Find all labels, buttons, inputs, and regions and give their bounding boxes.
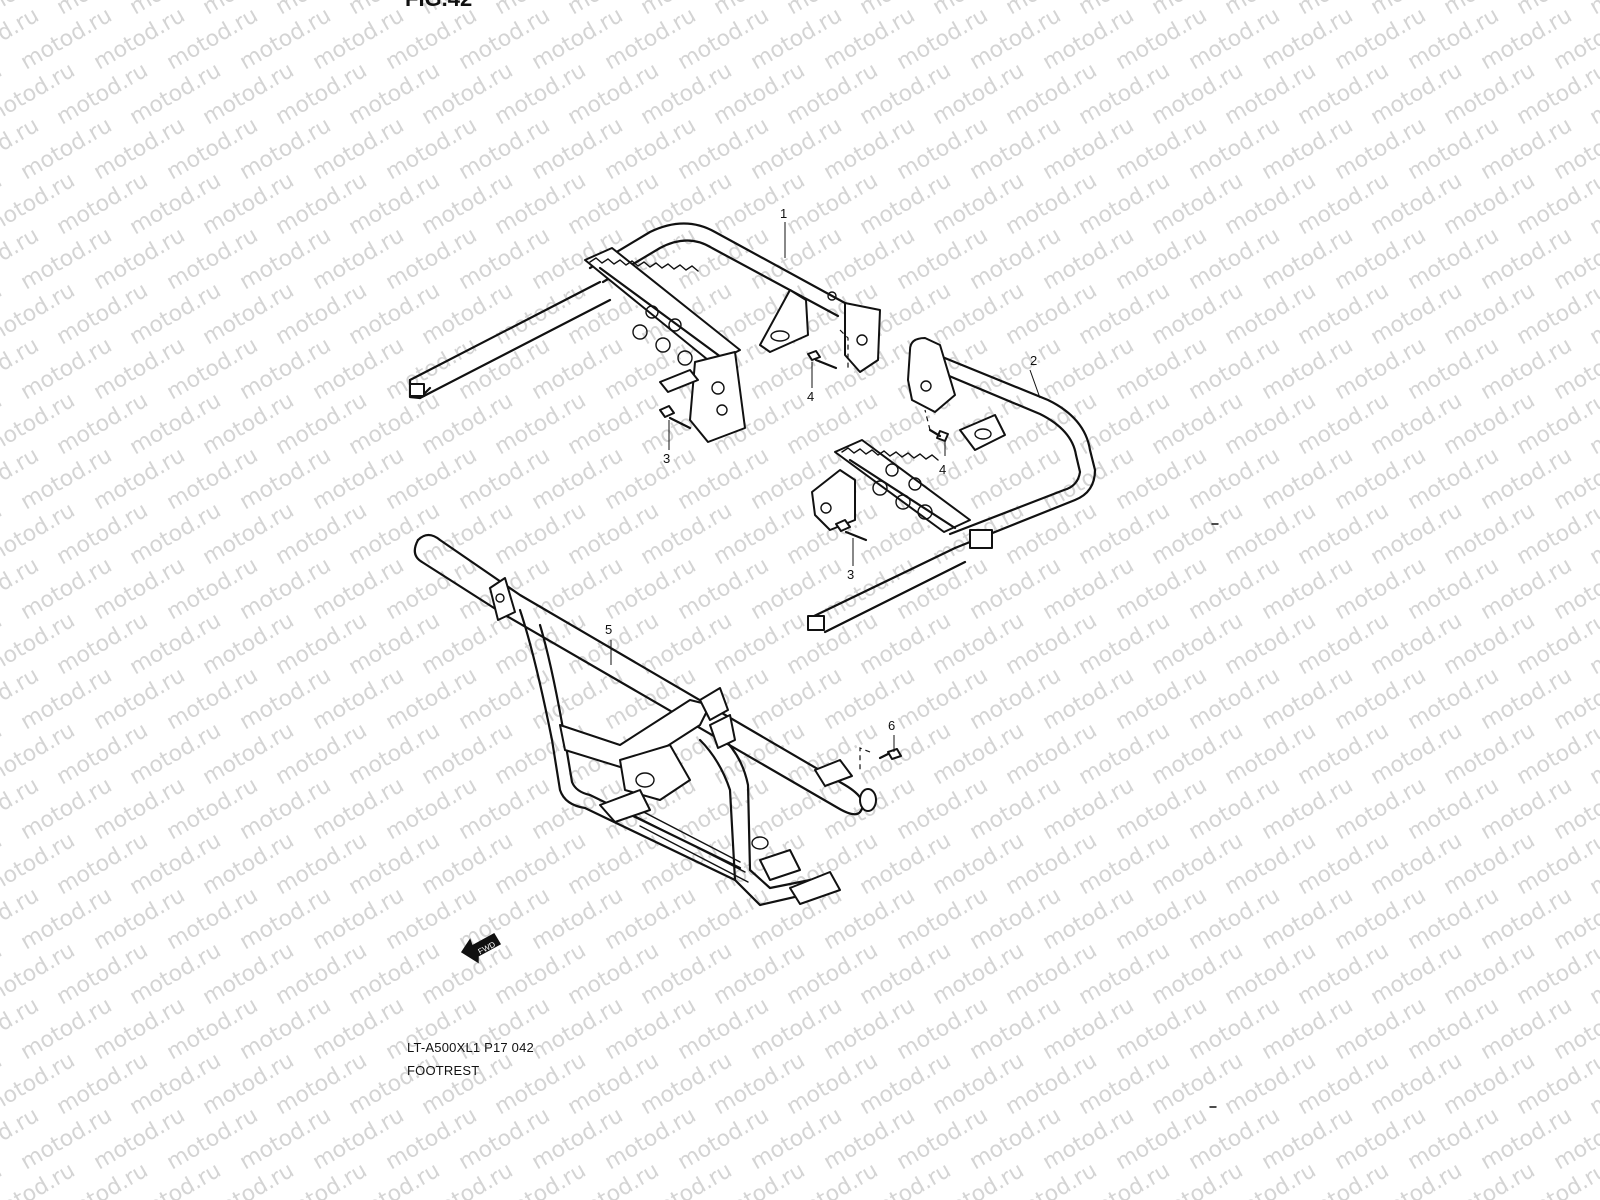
bolt-3-left xyxy=(659,405,692,430)
callout-5: 5 xyxy=(605,622,612,637)
bolt-4-right xyxy=(924,409,949,442)
left-footrest-frame xyxy=(408,222,881,443)
direction-arrow-icon: FWD xyxy=(460,932,502,964)
bolt-3-right xyxy=(835,519,868,542)
model-code: LT-A500XL1 P17 042 xyxy=(407,1040,534,1055)
callout-2: 2 xyxy=(1030,353,1037,368)
bolt-4-left xyxy=(807,350,838,370)
callout-4-right: 4 xyxy=(939,462,946,477)
watermark-text: motod.ru xyxy=(0,1158,6,1200)
callouts: 1 2 3 4 3 4 5 6 xyxy=(605,206,1041,752)
bolt-6 xyxy=(859,747,902,772)
callout-3-left: 3 xyxy=(663,451,670,466)
callout-4-left: 4 xyxy=(807,389,814,404)
figure-title: FIG.42 xyxy=(405,0,472,12)
part-name: FOOTREST xyxy=(407,1063,480,1078)
callout-1: 1 xyxy=(780,206,787,221)
watermark-text: motod.ru xyxy=(1586,0,1600,20)
callout-6: 6 xyxy=(888,718,895,733)
front-guard-frame xyxy=(413,533,877,907)
callout-3-right: 3 xyxy=(847,567,854,582)
right-footrest-frame xyxy=(807,337,1097,634)
